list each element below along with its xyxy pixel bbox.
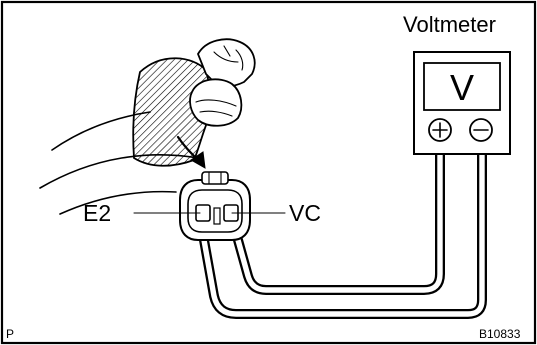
plus-terminal-icon — [428, 118, 452, 142]
voltmeter: Voltmeter V — [403, 12, 511, 155]
voltmeter-display — [423, 62, 501, 111]
label-e2: E2 — [83, 200, 111, 226]
voltmeter-display-symbol: V — [450, 67, 474, 108]
connector — [179, 171, 251, 241]
voltmeter-label: Voltmeter — [403, 12, 496, 37]
figure-code: B10833 — [479, 327, 521, 341]
label-vc: VC — [289, 200, 321, 226]
minus-terminal-icon — [469, 118, 493, 142]
corner-mark: P — [6, 327, 14, 341]
down-arrow-icon — [176, 135, 206, 169]
sensor-body — [132, 38, 256, 167]
